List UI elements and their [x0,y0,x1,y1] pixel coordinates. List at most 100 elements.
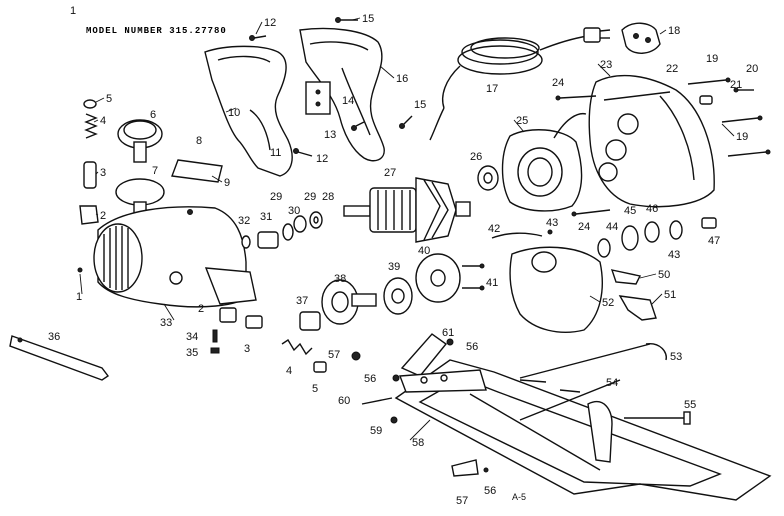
callout-51: 51 [664,289,676,301]
callout-30: 30 [288,205,300,217]
callout-26: 26 [470,151,482,163]
callout-4: 4 [286,365,292,377]
callout-47: 47 [708,235,720,247]
callout-40: 40 [418,245,430,257]
callout-32: 32 [238,215,250,227]
callout-59: 59 [370,425,382,437]
callout-16: 16 [396,73,408,85]
screws-34-35-part [210,329,220,354]
callout-27: 27 [384,167,396,179]
callout-56: 56 [466,341,478,353]
gear-case-screws-part [555,77,771,217]
callout-60: 60 [338,395,350,407]
spring-4-part [281,339,327,373]
callout-5: 5 [312,383,318,395]
callout-50: 50 [658,269,670,281]
callout-54: 54 [606,377,618,389]
callout-57: 57 [456,495,468,507]
field-coil-part [501,112,587,212]
model-number-label: MODEL NUMBER 315.27780 [86,26,227,36]
callout-38: 38 [334,273,346,285]
callout-28: 28 [322,191,334,203]
callout-43: 43 [668,249,680,261]
callout-5: 5 [106,93,112,105]
motor-housing-part [93,206,257,308]
callout-18: 18 [668,25,680,37]
callout-3: 3 [100,167,106,179]
callout-58: 58 [412,437,424,449]
callout-22: 22 [666,63,678,75]
callout-23: 23 [600,59,612,71]
callout-57: 57 [328,349,340,361]
motor-brush-small-parts [219,307,263,329]
lower-blade-guard-part [509,246,657,333]
callout-56: 56 [364,373,376,385]
callout-19: 19 [706,53,718,65]
armature-part [343,177,471,243]
callout-43: 43 [546,217,558,229]
callout-29: 29 [270,191,282,203]
label-plate-part [171,159,223,183]
corner-mark: 1 [70,5,76,17]
callout-25: 25 [516,115,528,127]
callout-36: 36 [48,331,60,343]
power-cord-part [429,27,611,141]
callout-3: 3 [244,343,250,355]
brush-holder-parts [79,99,99,225]
callout-61: 61 [442,327,454,339]
callout-39: 39 [388,261,400,273]
callout-20: 20 [746,63,758,75]
gear-assembly-parts [299,253,485,331]
armature-washers-part [241,211,323,249]
handle-right-half-part [299,27,385,162]
callout-12: 12 [264,17,276,29]
base-rod-screws-part [77,267,691,477]
callout-34: 34 [186,331,198,343]
callout-24: 24 [578,221,590,233]
strap-36-part [9,335,110,381]
page-code: A-5 [512,492,526,502]
callout-labels: 12 15 18 16 14 13 15 17 10 5 4 6 3 8 7 9… [48,13,758,507]
callout-1: 1 [76,291,82,303]
gear-case-part [588,74,715,208]
callout-14: 14 [342,95,354,107]
callout-2: 2 [100,210,106,222]
bearing-26-part [477,165,499,191]
callout-8: 8 [196,135,202,147]
callout-29: 29 [304,191,316,203]
callout-15: 15 [362,13,374,25]
callout-41: 41 [486,277,498,289]
callout-33: 33 [160,317,172,329]
switch-block-part [305,81,331,115]
handle-left-half-part [204,45,293,177]
screw-small-part [249,17,413,157]
callout-21: 21 [730,79,742,91]
callout-7: 7 [152,165,158,177]
leader-lines [79,17,735,441]
callout-6: 6 [150,109,156,121]
callout-44: 44 [606,221,618,233]
gear-train-parts [491,217,717,258]
wall-plug-part [621,22,661,54]
callout-52: 52 [602,297,614,309]
callout-19: 19 [736,131,748,143]
callout-55: 55 [684,399,696,411]
callout-12: 12 [316,153,328,165]
callout-46: 46 [646,203,658,215]
callout-9: 9 [224,177,230,189]
callout-42: 42 [488,223,500,235]
callout-4: 4 [100,115,106,127]
callout-2: 2 [198,303,204,315]
depth-bracket-part [399,333,487,393]
callout-53: 53 [670,351,682,363]
callout-56: 56 [484,485,496,497]
callout-31: 31 [260,211,272,223]
callout-45: 45 [624,205,636,217]
callout-15: 15 [414,99,426,111]
callout-17: 17 [486,83,498,95]
callout-35: 35 [186,347,198,359]
callout-24: 24 [552,77,564,89]
callout-37: 37 [296,295,308,307]
